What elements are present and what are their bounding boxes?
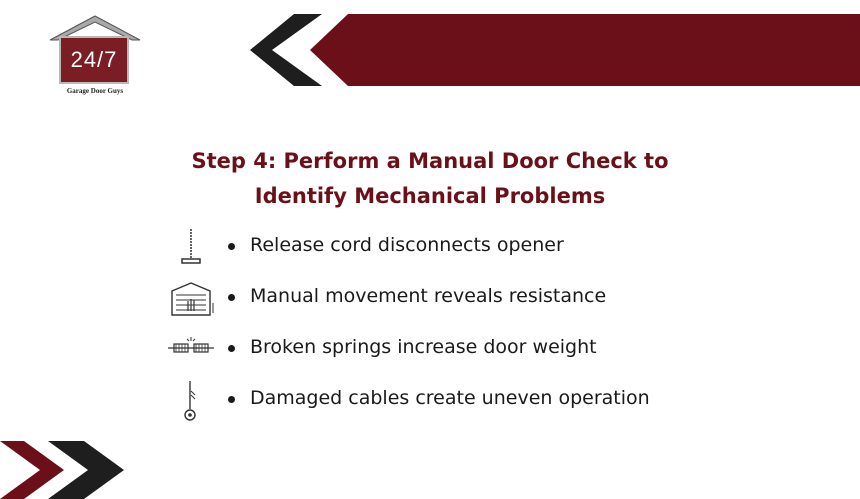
cable-pulley-icon [184, 381, 196, 421]
bullet [228, 396, 235, 403]
release-cord-icon [181, 229, 201, 264]
garage-door-hand-icon [171, 282, 214, 316]
title-line-2: Identify Mechanical Problems [254, 184, 606, 208]
item-text: Damaged cables create uneven operation [250, 387, 650, 409]
chevron-dark [48, 441, 124, 499]
bullet [228, 243, 235, 250]
spring-icon [168, 337, 214, 353]
bottom-chevrons [0, 441, 124, 499]
banner-bar [310, 14, 860, 86]
bullet [228, 345, 235, 352]
bullet [228, 294, 235, 301]
item-text: Broken springs increase door weight [250, 336, 597, 358]
top-banner [250, 14, 860, 86]
chevron-red [0, 441, 64, 499]
logo-caption: Garage Door Guys [66, 87, 124, 95]
title-line-1: Step 4: Perform a Manual Door Check to [191, 149, 669, 173]
brand-logo: 24/7 Garage Door Guys [48, 14, 142, 100]
item-text: Manual movement reveals resistance [250, 285, 607, 307]
item-text: Release cord disconnects opener [250, 234, 564, 256]
logo-text: 24/7 [59, 36, 129, 84]
banner-chevron-dark [250, 14, 322, 86]
page-title: Step 4: Perform a Manual Door Check to I… [120, 144, 740, 214]
